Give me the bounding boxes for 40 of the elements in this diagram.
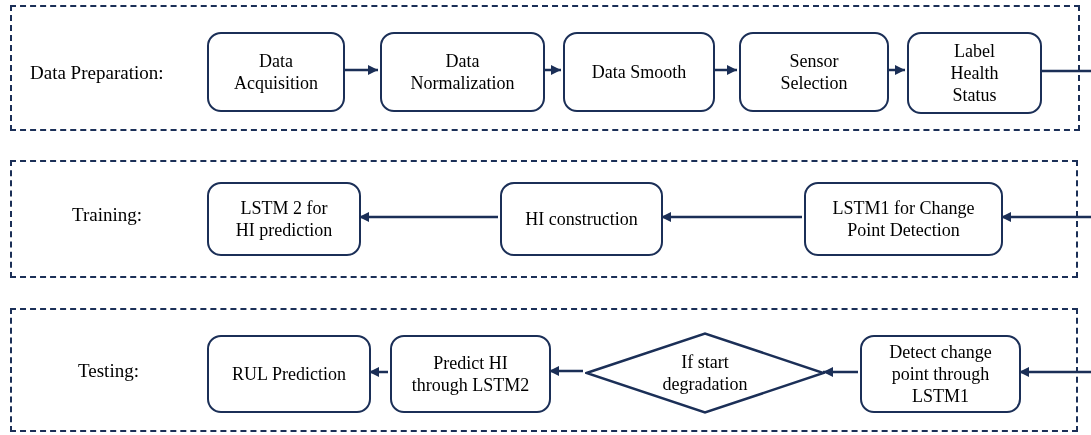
- process-box: [500, 182, 663, 256]
- group-label: Testing:: [78, 360, 139, 382]
- process-box: [804, 182, 1003, 256]
- arrow: [369, 367, 388, 377]
- arrow: [713, 65, 737, 75]
- step-label: If start degradation: [661, 351, 749, 395]
- step-label: HI construction: [524, 208, 639, 230]
- arrow: [343, 65, 378, 75]
- step-label: Data Smooth: [590, 61, 688, 83]
- arrow: [661, 212, 802, 222]
- process-box: [563, 32, 715, 112]
- process-box: [390, 335, 551, 413]
- step-label: Data Normalization: [409, 50, 516, 94]
- step-label: Sensor Selection: [779, 50, 849, 94]
- process-box: [380, 32, 545, 112]
- dashed-group-box: [10, 5, 1080, 131]
- group-label: Data Preparation:: [30, 62, 164, 84]
- arrow: [549, 366, 583, 376]
- step-label: RUL Prediction: [231, 363, 347, 385]
- group-label: Training:: [72, 204, 143, 226]
- step-label: LSTM1 for Change Point Detection: [831, 197, 976, 241]
- arrow: [887, 65, 905, 75]
- step-label: Data Acquisition: [233, 50, 319, 94]
- process-box: [907, 32, 1042, 114]
- arrow: [543, 65, 561, 75]
- process-box: [207, 182, 361, 256]
- dashed-group-box: [10, 308, 1078, 432]
- process-box: [739, 32, 889, 112]
- arrow: [1001, 212, 1091, 222]
- process-box: [207, 335, 371, 413]
- step-label: Predict HI through LSTM2: [410, 352, 531, 396]
- step-label: Detect change point through LSTM1: [888, 341, 993, 407]
- process-box: [207, 32, 345, 112]
- dashed-group-box: [10, 160, 1078, 278]
- process-box: [860, 335, 1021, 413]
- arrow: [1019, 367, 1091, 377]
- arrow: [823, 367, 858, 377]
- arrow: [359, 212, 498, 222]
- step-label: LSTM 2 for HI prediction: [234, 197, 334, 241]
- step-label: Label Health Status: [949, 40, 1000, 106]
